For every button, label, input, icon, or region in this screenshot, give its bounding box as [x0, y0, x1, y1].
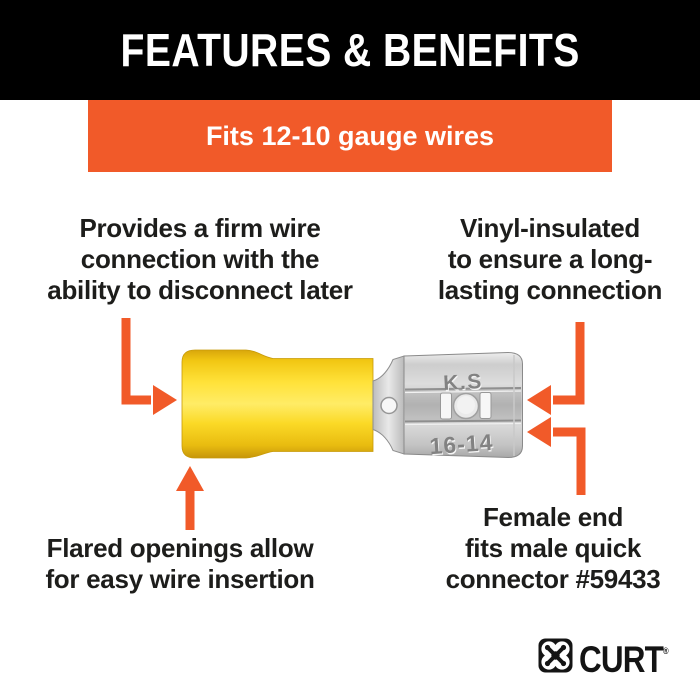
curt-clover-icon [538, 638, 573, 672]
callout-line: Provides a firm wire [79, 213, 321, 243]
header-banner: FEATURES & BENEFITS [0, 0, 700, 100]
callout-line: for easy wire insertion [45, 564, 315, 594]
trademark-symbol: ® [662, 645, 669, 656]
arrow-flared-openings [176, 466, 204, 530]
terminal-groove-top-hl [404, 390, 522, 394]
terminal-slot-right [479, 392, 492, 419]
callout-line: fits male quick [464, 533, 642, 563]
brand-logo: CURT® [538, 637, 684, 678]
terminal-groove-bottom-hl [404, 422, 522, 426]
stamp-top: K.S K.S [443, 370, 485, 396]
arrow-female-end [527, 417, 586, 495]
terminal-slot-left [440, 392, 452, 420]
stamp-top-highlight: K.S [444, 371, 485, 396]
terminal-groove-bottom [404, 419, 522, 423]
callout-line: Female end [482, 502, 624, 532]
callout-vinyl-insulated: Vinyl-insulated to ensure a long- lastin… [400, 213, 700, 306]
callout-female-end: Female end fits male quick connector #59… [403, 502, 700, 595]
stamp-bottom-text: 16-14 [429, 429, 494, 459]
gauge-banner-label: Fits 12-10 gauge wires [205, 120, 495, 151]
callout-line: lasting connection [437, 275, 663, 305]
stamp-bottom-highlight: 16-14 [430, 430, 495, 460]
callout-flared-openings: Flared openings allow for easy wire inse… [10, 533, 350, 595]
brand-name: CURT [579, 638, 664, 680]
stamp-top-text: K.S [443, 370, 484, 395]
callout-line: connector #59433 [445, 564, 661, 594]
arrow-vinyl-insulated [527, 322, 585, 415]
terminal-dimple-inner [457, 396, 475, 414]
arrow-firm-connection [121, 318, 177, 415]
callout-firm-connection: Provides a firm wire connection with the… [10, 213, 390, 306]
brand-wordmark: CURT® [579, 633, 669, 678]
stamp-bottom: 16-14 16-14 [429, 429, 495, 461]
gauge-banner: Fits 12-10 gauge wires [88, 100, 612, 172]
terminal-groove-top [404, 387, 522, 391]
callout-line: connection with the [80, 244, 320, 274]
callout-line: ability to disconnect later [47, 275, 353, 305]
callout-line: Vinyl-insulated [460, 213, 640, 243]
neck-hole [380, 396, 398, 415]
insulation-sleeve [181, 349, 374, 459]
page-title: FEATURES & BENEFITS [120, 24, 580, 76]
callout-line: to ensure a long- [447, 244, 653, 274]
callout-line: Flared openings allow [46, 533, 314, 563]
